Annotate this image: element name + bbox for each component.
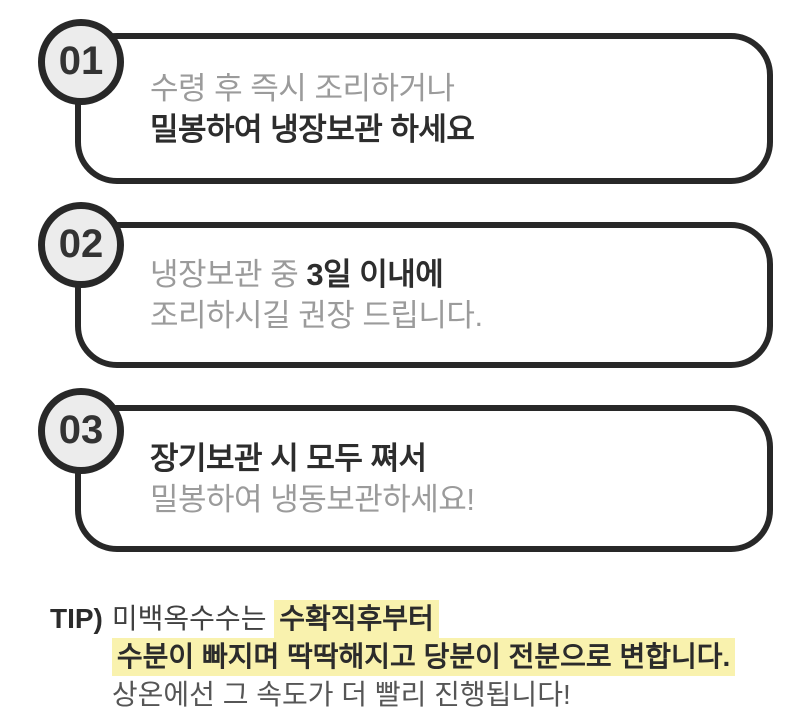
tip-highlight-1: 수확직후부터 bbox=[274, 600, 439, 638]
step-3-line-2-text: 밀봉하여 냉동보관하세요! bbox=[150, 481, 475, 517]
step-2-line-2-text: 조리하시길 권장 드립니다. bbox=[150, 298, 483, 333]
step-2-line-2: 조리하시길 권장 드립니다. bbox=[150, 295, 767, 336]
step-2-number-badge: 02 bbox=[38, 202, 124, 288]
tip-intro-text: 미백옥수수는 bbox=[111, 603, 275, 634]
tip-body: 미백옥수수는 수확직후부터 수분이 빠지며 딱딱해지고 당분이 전분으로 변합니… bbox=[111, 600, 736, 714]
tip-line-2: 수분이 빠지며 딱딱해지고 당분이 전분으로 변합니다. bbox=[111, 638, 736, 676]
step-1-number: 01 bbox=[58, 38, 104, 83]
step-1-line-2-text: 밀봉하여 냉장보관 하세요 bbox=[150, 111, 475, 147]
step-3-line-1-text: 장기보관 시 모두 쪄서 bbox=[150, 440, 427, 476]
tip-section: TIP) 미백옥수수는 수확직후부터 수분이 빠지며 딱딱해지고 당분이 전분으… bbox=[50, 600, 736, 714]
step-2-line-1-normal: 냉장보관 중 bbox=[150, 257, 307, 292]
step-3-box: 장기보관 시 모두 쪄서 밀봉하여 냉동보관하세요! bbox=[75, 405, 773, 552]
tip-last-line-text: 상온에선 그 속도가 더 빨리 진행됩니다! bbox=[111, 679, 571, 710]
tip-label: TIP) bbox=[50, 603, 103, 634]
step-1-line-1: 수령 후 즉시 조리하거나 bbox=[150, 68, 767, 109]
step-2-number: 02 bbox=[58, 221, 104, 266]
tip-highlight-2: 수분이 빠지며 딱딱해지고 당분이 전분으로 변합니다. bbox=[111, 638, 736, 676]
step-1-box: 수령 후 즉시 조리하거나 밀봉하여 냉장보관 하세요 bbox=[75, 33, 773, 184]
step-2-box: 냉장보관 중 3일 이내에 조리하시길 권장 드립니다. bbox=[75, 222, 773, 368]
step-3-number: 03 bbox=[58, 407, 104, 452]
step-2-line-1-bold: 3일 이내에 bbox=[306, 257, 444, 292]
step-3-line-1: 장기보관 시 모두 쪄서 bbox=[150, 438, 767, 479]
tip-line-1: 미백옥수수는 수확직후부터 bbox=[112, 600, 735, 638]
step-1-line-1-text: 수령 후 즉시 조리하거나 bbox=[150, 70, 455, 106]
step-1-line-2: 밀봉하여 냉장보관 하세요 bbox=[150, 109, 767, 150]
step-3-number-badge: 03 bbox=[38, 388, 124, 474]
step-2-line-1: 냉장보관 중 3일 이내에 bbox=[150, 254, 767, 295]
step-3-line-2: 밀봉하여 냉동보관하세요! bbox=[150, 479, 767, 520]
tip-line-3: 상온에선 그 속도가 더 빨리 진행됩니다! bbox=[112, 676, 735, 714]
step-1-number-badge: 01 bbox=[38, 19, 124, 105]
